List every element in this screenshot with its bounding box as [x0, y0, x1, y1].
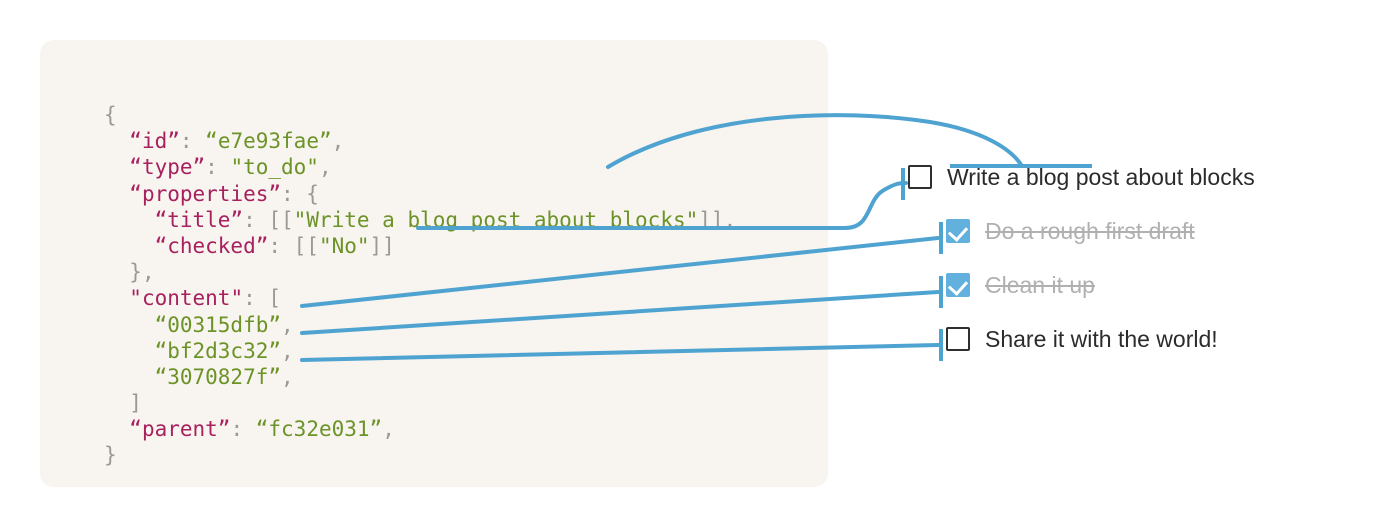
todo-item[interactable]: Write a blog post about blocks [908, 160, 1255, 194]
code-indent [104, 155, 129, 179]
todo-item-label: Clean it up [985, 271, 1095, 298]
code-line: “id”: “e7e93fae”, [104, 128, 736, 154]
code-line: “type”: "to_do", [104, 154, 736, 180]
code-indent [104, 313, 155, 337]
code-indent [104, 286, 129, 310]
code-token-punc: : [179, 129, 206, 154]
checkbox-checked-icon[interactable] [946, 273, 970, 297]
code-token-val: “bf2d3c32” [154, 338, 282, 363]
code-token-key: “properties” [129, 181, 282, 206]
code-token-punc: , [318, 155, 332, 180]
code-line: “title”: [["Write a blog post about bloc… [104, 207, 737, 233]
todo-item-label: Do a rough first draft [985, 217, 1195, 244]
code-token-punc: , [281, 312, 294, 337]
code-token-punc: : [230, 417, 256, 442]
code-token-key: "content" [129, 286, 244, 311]
code-token-punc: } [104, 443, 117, 468]
code-token-punc: { [104, 103, 117, 127]
code-token-punc: ]] [369, 233, 395, 258]
code-token-key: “parent” [129, 417, 231, 442]
code-token-val: "No" [318, 233, 370, 258]
code-token-punc: , [281, 364, 294, 389]
code-line: “3070827f”, [104, 364, 736, 390]
json-code-block: { “id”: “e7e93fae”, “type”: "to_do", “pr… [104, 102, 736, 469]
code-indent [104, 417, 129, 441]
code-line: “bf2d3c32”, [104, 338, 736, 364]
code-indent [104, 391, 129, 415]
todo-item[interactable]: Do a rough first draft [946, 214, 1195, 248]
code-indent [104, 182, 129, 206]
code-token-punc: , [281, 338, 294, 363]
code-token-punc: , [331, 129, 345, 154]
code-line: } [104, 442, 736, 468]
code-indent [104, 129, 129, 153]
code-token-punc: : [ [243, 286, 282, 311]
todo-item[interactable]: Clean it up [946, 268, 1095, 302]
code-token-punc: }, [129, 260, 155, 285]
code-indent [104, 339, 155, 363]
code-token-val: "Write a blog post about blocks" [293, 207, 699, 232]
code-line: “checked”: [["No"]] [104, 233, 736, 259]
code-line: “00315dfb”, [104, 312, 736, 338]
code-token-punc: ]], [698, 207, 737, 232]
code-token-val: “00315dfb” [154, 312, 282, 337]
code-token-punc: , [382, 417, 395, 442]
checkbox-unchecked-icon[interactable] [946, 327, 970, 351]
code-token-punc: : [[ [243, 207, 294, 232]
code-token-key: “id” [129, 129, 180, 154]
code-token-key: “title” [154, 207, 244, 232]
code-line: "content": [ [104, 285, 736, 311]
code-indent [104, 365, 155, 389]
code-line: }, [104, 259, 736, 285]
json-code-panel: { “id”: “e7e93fae”, “type”: "to_do", “pr… [40, 40, 828, 487]
checkbox-unchecked-icon[interactable] [908, 165, 932, 189]
todo-item-label: Share it with the world! [985, 325, 1218, 352]
code-indent [104, 234, 155, 258]
code-token-punc: : [205, 155, 231, 180]
code-line: { [104, 102, 736, 128]
code-token-val: "to_do" [230, 155, 319, 180]
code-token-punc: : [[ [268, 233, 319, 258]
code-token-val: “e7e93fae” [205, 129, 332, 154]
code-token-val: “3070827f” [154, 364, 282, 389]
code-line: “parent”: “fc32e031”, [104, 416, 736, 442]
code-token-punc: : { [281, 181, 319, 206]
code-token-punc: ] [129, 391, 142, 416]
todo-item[interactable]: Share it with the world! [946, 322, 1218, 356]
code-indent [104, 260, 129, 284]
code-line: “properties”: { [104, 181, 736, 207]
code-token-key: “checked” [154, 233, 269, 258]
code-token-val: “fc32e031” [255, 417, 383, 442]
code-line: ] [104, 390, 736, 416]
code-token-key: “type” [129, 155, 206, 180]
checkbox-checked-icon[interactable] [946, 219, 970, 243]
code-indent [104, 208, 155, 232]
todo-item-label: Write a blog post about blocks [947, 163, 1255, 190]
